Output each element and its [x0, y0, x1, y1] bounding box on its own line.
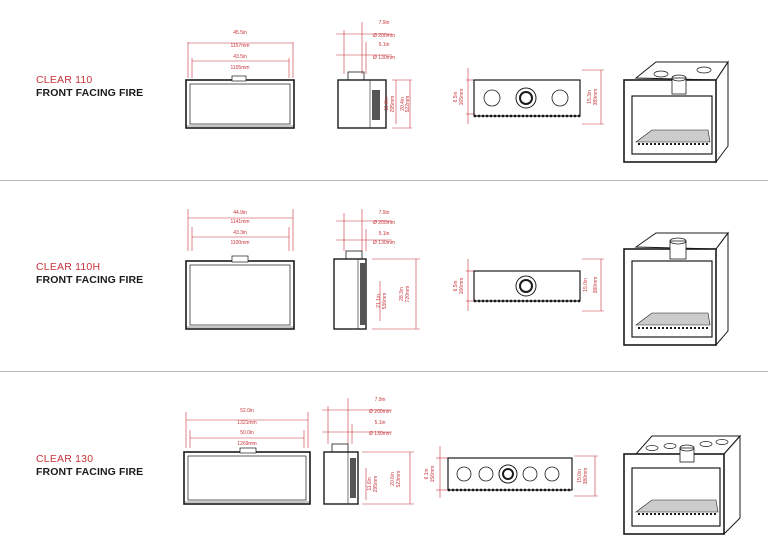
model-subtitle: FRONT FACING FIRE: [36, 87, 144, 99]
side-h1-in: 11.6in: [367, 477, 373, 490]
side-flue-outer-in: 7.9in: [379, 20, 390, 26]
model-subtitle: FRONT FACING FIRE: [36, 466, 144, 478]
top-view-drawing: 6.5in 165mm 15.3in 389mm: [453, 68, 604, 125]
top-height-mm: 380mm: [583, 468, 589, 485]
model-label: CLEAR 110H FRONT FACING FIRE: [36, 261, 143, 287]
side-view-drawing: 7.9in Ø 200mm 5.1in Ø 130mm 21.1in 536mm…: [333, 209, 420, 330]
model-label: CLEAR 130 FRONT FACING FIRE: [36, 453, 143, 479]
side-flue-outer-mm: Ø 200mm: [373, 220, 395, 226]
side-flue-outer-mm: Ø 200mm: [369, 409, 391, 415]
model-label: CLEAR 110 FRONT FACING FIRE: [36, 74, 143, 100]
row-separator: [0, 180, 768, 181]
top-depth-mm: 156mm: [430, 466, 436, 483]
front-outer-mm: 1321mm: [237, 420, 256, 426]
side-flue-outer-in: 7.9in: [375, 397, 386, 403]
side-flue-inner-in: 5.1in: [379, 42, 390, 48]
side-flue-inner-in: 5.1in: [379, 231, 390, 237]
front-outer-in: 45.5in: [233, 30, 247, 36]
isometric-view-drawing: [623, 60, 729, 164]
front-inner-in: 50.0in: [240, 430, 254, 436]
side-h2-in: 20.4in: [400, 97, 406, 111]
model-name: CLEAR 110H: [36, 261, 101, 273]
side-flue-inner-mm: Ø 130mm: [373, 240, 395, 246]
isometric-view-drawing: [623, 231, 729, 347]
model-name: CLEAR 130: [36, 453, 94, 465]
top-height-mm: 389mm: [593, 89, 599, 106]
front-outer-mm: 1157mm: [230, 43, 249, 49]
top-depth-mm: 165mm: [459, 89, 465, 106]
front-inner-in: 43.3in: [233, 230, 247, 236]
side-h2-mm: 720mm: [405, 286, 411, 303]
top-depth-in: 6.5in: [453, 280, 459, 291]
side-view-drawing: 7.9in Ø 200mm 5.1in Ø 130mm 11.6in 295mm…: [322, 397, 414, 505]
side-flue-inner-mm: Ø 130mm: [373, 55, 395, 61]
side-h2-mm: 522mm: [405, 96, 411, 113]
top-height-in: 15.0in: [583, 278, 589, 292]
side-h1-mm: 295mm: [373, 476, 379, 493]
top-height-in: 15.3in: [587, 90, 593, 104]
side-flue-outer-in: 7.9in: [379, 210, 390, 216]
top-depth-in: 6.1in: [424, 468, 430, 479]
front-inner-mm: 1269mm: [237, 441, 256, 447]
model-row-clear-110h: CLEAR 110H FRONT FACING FIRE 44.9in 1141…: [0, 181, 768, 371]
front-view-drawing: 52.0in 1321mm 50.0in 1269mm: [183, 408, 311, 505]
model-subtitle: FRONT FACING FIRE: [36, 274, 144, 286]
side-h1-in: 21.1in: [376, 294, 382, 308]
top-view-drawing: 6.1in 156mm 15.0in 380mm: [424, 446, 598, 498]
technical-drawings: 52.0in 1321mm 50.0in 1269mm 7.9in Ø 200m…: [183, 397, 742, 536]
side-h2-in: 20.6in: [390, 472, 396, 486]
top-height-in: 15.0in: [577, 469, 583, 483]
front-outer-in: 44.9in: [233, 210, 247, 216]
front-inner-in: 43.5in: [233, 54, 247, 60]
top-view-drawing: 6.5in 166mm 15.0in 380mm: [453, 258, 604, 312]
technical-drawings: 44.9in 1141mm 43.3in 1100mm 7.9in Ø 200m…: [185, 209, 729, 347]
side-h1-mm: 295mm: [390, 96, 396, 113]
side-flue-inner-mm: Ø 130mm: [369, 431, 391, 437]
front-view-drawing: 44.9in 1141mm 43.3in 1100mm: [185, 209, 295, 330]
isometric-view-drawing: [623, 434, 742, 536]
side-flue-inner-in: 5.1in: [375, 420, 386, 426]
model-row-clear-110: CLEAR 110 FRONT FACING FIRE 45.5in 1157m…: [0, 0, 768, 180]
top-height-mm: 380mm: [593, 277, 599, 294]
side-flue-outer-mm: Ø 200mm: [373, 33, 395, 39]
side-h1-in: 11.6in: [384, 97, 390, 110]
side-h1-mm: 536mm: [382, 293, 388, 310]
front-inner-mm: 1100mm: [230, 240, 249, 246]
row-separator: [0, 371, 768, 372]
front-inner-mm: 1105mm: [230, 65, 249, 71]
front-view-drawing: 45.5in 1157mm 43.5in 1105mm: [185, 30, 295, 129]
front-outer-mm: 1141mm: [230, 219, 249, 225]
top-depth-mm: 166mm: [459, 278, 465, 295]
top-depth-in: 6.5in: [453, 91, 459, 102]
side-h2-in: 28.3in: [399, 287, 405, 301]
side-view-drawing: 7.9in Ø 200mm 5.1in Ø 130mm 11.6in 295mm…: [336, 20, 412, 129]
front-outer-in: 52.0in: [240, 408, 254, 414]
model-name: CLEAR 110: [36, 74, 93, 86]
technical-drawings: 45.5in 1157mm 43.5in 1105mm 7.9in Ø 200m…: [185, 20, 729, 164]
model-row-clear-130: CLEAR 130 FRONT FACING FIRE 52.0in 1321m…: [0, 372, 768, 546]
side-h2-mm: 523mm: [396, 471, 402, 488]
